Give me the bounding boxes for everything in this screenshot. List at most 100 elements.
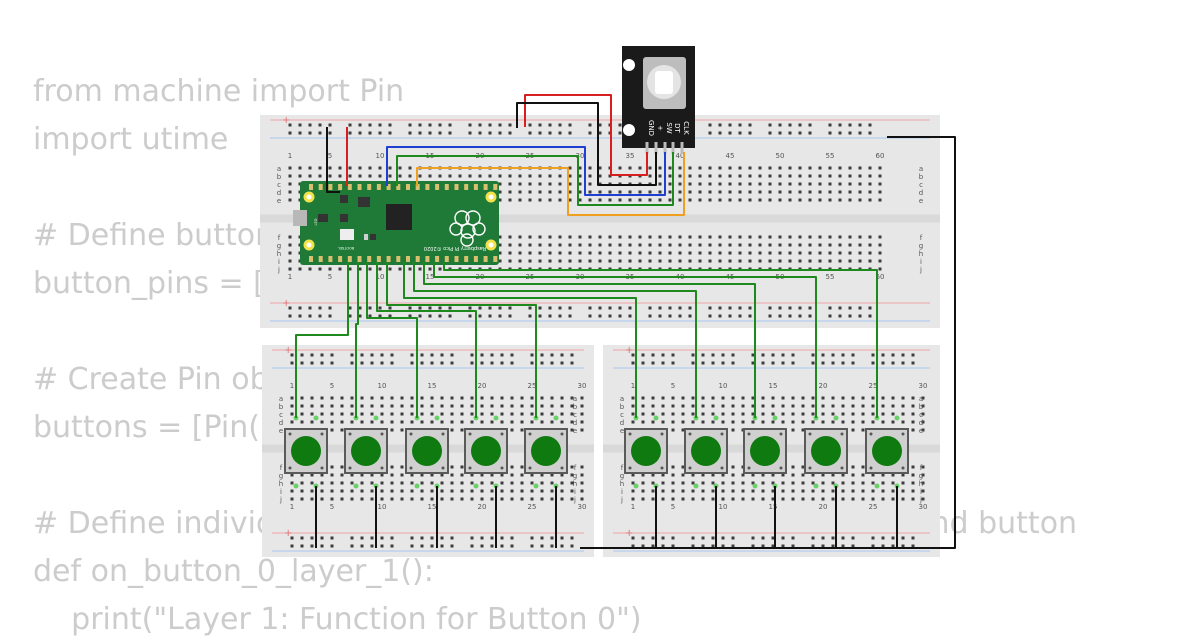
button-screw [500,466,504,470]
row-letter: e [919,197,923,205]
push-button [804,415,848,489]
row-letter: a [919,395,923,403]
row-letter: g [620,472,624,480]
encoder-pin-label: CLK [682,121,690,135]
button-screw [528,466,532,470]
button-screw [720,466,724,470]
row-letter: i [280,488,282,496]
pico-component [340,195,348,203]
column-number: 1 [290,503,294,511]
row-letter: c [279,411,283,419]
row-letter: h [277,250,281,258]
row-letter: a [279,395,283,403]
pico-component [340,214,348,222]
row-letter: j [573,496,576,504]
column-number: 10 [719,382,728,390]
button-cap [412,436,442,466]
button-screw [409,466,413,470]
column-number: 5 [671,382,675,390]
button-screw [747,432,751,436]
button-screw [901,432,905,436]
column-number: 5 [330,503,334,511]
button-screw [468,466,472,470]
usb-connector [293,210,307,226]
button-cap [811,436,841,466]
button-screw [560,466,564,470]
circuit-diagram: ++11551010151520202525303035354040454550… [260,46,956,557]
code-line: from machine import Pin [33,74,405,109]
button-screw [528,432,532,436]
column-number: 1 [290,382,294,390]
encoder-pin [680,142,684,154]
button-screw [500,432,504,436]
column-number: 30 [576,152,585,160]
raspberry-logo-part [460,233,474,247]
button-screw [468,432,472,436]
button-screw [380,432,384,436]
push-button [684,415,728,489]
row-letter: d [277,189,281,197]
button-screw [441,466,445,470]
column-number: 50 [776,152,785,160]
encoder-pin [671,142,675,154]
column-number: 20 [819,382,828,390]
row-letter: j [620,496,623,504]
column-number: 10 [376,273,385,281]
row-letter: g [277,242,281,250]
rail-plus-label: + [625,528,633,539]
button-screw [628,432,632,436]
vcc-wire [524,94,648,176]
button-leg [813,483,819,489]
row-letter: j [277,266,280,274]
column-number: 15 [426,273,435,281]
button-screw [779,432,783,436]
row-letter: d [573,419,577,427]
button-screw [288,466,292,470]
button-screw [288,432,292,436]
button-screw [320,432,324,436]
row-letter: g [919,242,923,250]
push-button [284,415,328,489]
column-number: 15 [428,382,437,390]
row-letter: i [574,488,576,496]
column-number: 5 [328,152,332,160]
button-screw [348,432,352,436]
raspberry-logo-part [460,223,476,239]
row-letter: d [919,419,923,427]
row-letter: c [919,181,923,189]
button-screw [660,432,664,436]
button-screw [869,466,873,470]
row-letter: f [920,464,923,472]
button-leg [414,483,420,489]
pico-component [358,197,370,207]
column-number: 1 [288,152,292,160]
column-number: 5 [671,503,675,511]
button-signal-wire [355,262,359,418]
button-signal-wire [376,262,477,418]
button-leg [713,415,719,421]
raspberry-logo [449,210,486,247]
row-letter: b [919,403,924,411]
column-number: 35 [626,152,635,160]
row-letter: e [279,427,283,435]
column-number: 55 [826,273,835,281]
column-number: 25 [869,503,878,511]
row-letter: b [919,173,924,181]
push-button [865,415,909,489]
column-number: 15 [428,503,437,511]
dt-wire [396,152,674,206]
column-number: 5 [328,273,332,281]
button-leg [533,483,539,489]
row-letter: b [279,403,284,411]
encoder-mount-hole [623,124,635,136]
push-button [743,415,787,489]
push-button [405,415,449,489]
column-number: 45 [726,152,735,160]
row-letter: h [573,480,577,488]
raspberry-logo-part [472,222,486,236]
button-leg [373,415,379,421]
row-letter: c [277,181,281,189]
button-cap [291,436,321,466]
row-letter: a [620,395,624,403]
